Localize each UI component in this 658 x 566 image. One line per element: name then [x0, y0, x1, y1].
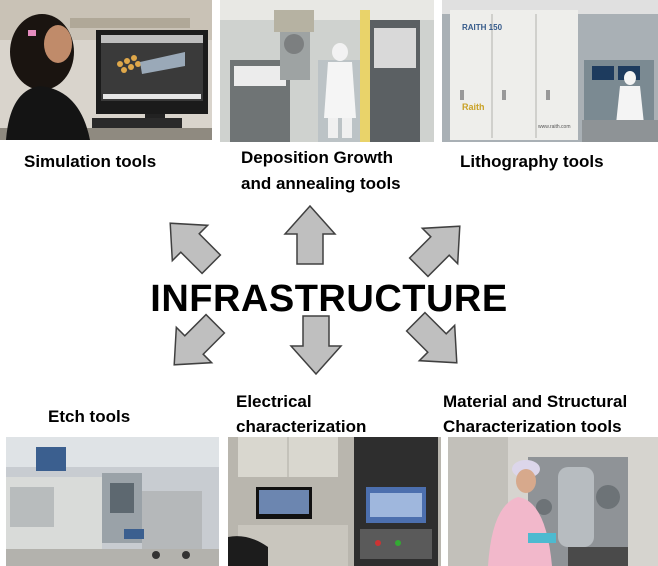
arrow-to-lithography — [400, 207, 479, 286]
arrow-to-deposition — [284, 205, 336, 265]
photo-etch — [6, 437, 219, 566]
photo-material — [448, 437, 658, 566]
photo-deposition — [220, 0, 434, 142]
label-electrical-line2: characterization — [236, 417, 367, 436]
label-deposition-line2: and annealing tools — [241, 174, 401, 193]
arrow-to-electrical — [290, 315, 342, 375]
label-electrical-line1: Electrical — [236, 392, 312, 411]
label-etch-tools: Etch tools — [48, 407, 131, 426]
photo-electrical — [228, 437, 441, 566]
raith-sub-logo: Raith — [462, 102, 485, 112]
raith-logo: RAITH 150 — [462, 23, 503, 32]
label-simulation-tools: Simulation tools — [24, 152, 157, 171]
label-material-line2: Characterization tools — [443, 417, 622, 436]
label-lithography-tools: Lithography tools — [460, 152, 604, 171]
photo-lithography: RAITH 150 Raith www.raith.com — [442, 0, 658, 142]
raith-url: www.raith.com — [538, 124, 571, 130]
photo-simulation — [0, 0, 212, 140]
arrow-to-simulation — [151, 204, 230, 283]
infrastructure-title: INFRASTRUCTURE — [150, 278, 508, 320]
label-deposition-line1: Deposition Growth — [241, 148, 394, 167]
label-material-line1: Material and Structural — [443, 392, 628, 411]
